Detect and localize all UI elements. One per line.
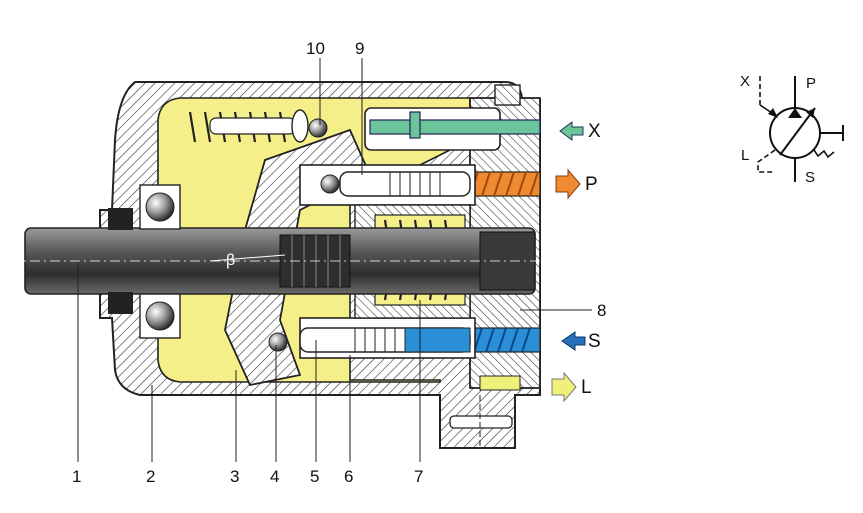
symbol-label-l: L bbox=[741, 147, 750, 164]
port-arrows bbox=[551, 121, 586, 403]
swash-angle-label: β bbox=[226, 252, 236, 269]
part-number-4: 4 bbox=[270, 467, 280, 486]
drive-shaft bbox=[10, 227, 560, 295]
part-number-7: 7 bbox=[414, 467, 424, 486]
port-label-l: L bbox=[581, 377, 592, 398]
leader-lines bbox=[77, 58, 592, 462]
control-port-arrow bbox=[559, 121, 584, 141]
suction-port-arrow bbox=[561, 331, 586, 351]
lower-piston bbox=[268, 327, 471, 353]
symbol-label-s: S bbox=[805, 169, 816, 186]
port-label-x: X bbox=[588, 121, 601, 142]
shaft-bearing bbox=[139, 184, 181, 339]
pressure-channel bbox=[469, 171, 541, 197]
return-spring bbox=[180, 109, 328, 143]
pressure-port-arrow bbox=[555, 168, 581, 200]
hydraulic-pump-symbol bbox=[757, 76, 844, 182]
leak-port-arrow bbox=[551, 371, 577, 403]
upper-piston bbox=[320, 171, 471, 197]
part-number-6: 6 bbox=[344, 467, 354, 486]
part-number-2: 2 bbox=[146, 467, 156, 486]
part-number-1: 1 bbox=[72, 467, 82, 486]
symbol-label-x: X bbox=[740, 73, 751, 90]
part-number-3: 3 bbox=[230, 467, 240, 486]
port-label-p: P bbox=[585, 174, 598, 195]
symbol-label-p: P bbox=[806, 75, 817, 92]
part-number-10: 10 bbox=[306, 39, 325, 58]
port-label-s: S bbox=[588, 331, 601, 352]
leak-channel bbox=[479, 375, 521, 391]
control-piston bbox=[364, 107, 541, 151]
part-number-8: 8 bbox=[597, 301, 607, 320]
shaft-seal bbox=[108, 208, 133, 314]
mounting-bolt bbox=[449, 395, 513, 448]
part-number-5: 5 bbox=[310, 467, 320, 486]
part-number-9: 9 bbox=[355, 39, 365, 58]
